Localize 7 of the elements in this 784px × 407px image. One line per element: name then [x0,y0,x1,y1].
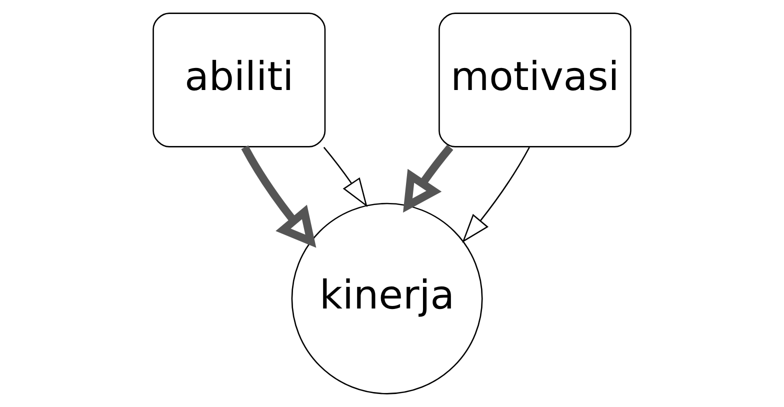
arrow [323,146,368,208]
arrow [241,145,316,248]
arrow [403,144,454,213]
node-box: motivasi [438,12,632,148]
node-box: abiliti [152,12,326,148]
arrow [462,146,530,243]
node-circle: kinerja [291,202,483,394]
